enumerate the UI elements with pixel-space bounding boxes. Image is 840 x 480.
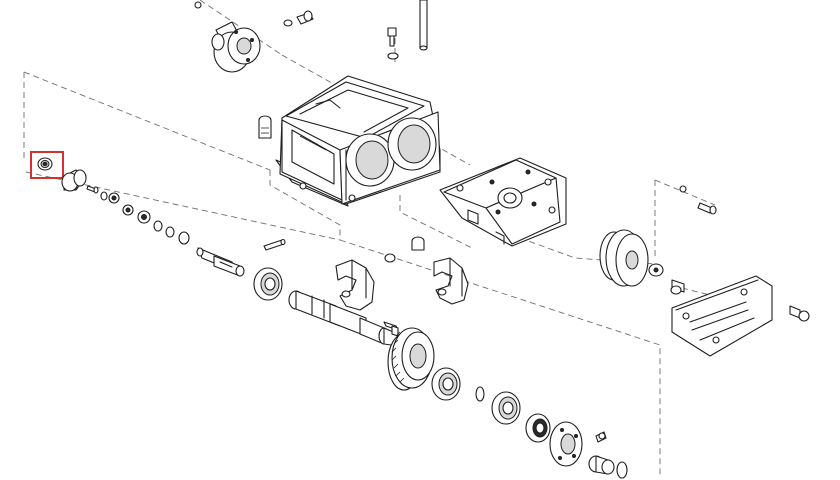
housing-side-bolt (258, 115, 272, 139)
plate-screw (789, 305, 810, 322)
bearing-flange-cover (549, 421, 583, 467)
dowel-pin (263, 238, 286, 251)
end-sleeve (588, 455, 615, 475)
guide-shaft-axis (339, 239, 661, 478)
housing-top-face (285, 81, 425, 139)
main-shaft (288, 290, 399, 347)
retaining-ring-d (178, 231, 190, 245)
pulley-bolt (670, 279, 685, 295)
grease-nipple (283, 10, 314, 27)
ball-bearing-c (491, 391, 521, 425)
cover-screw (595, 431, 607, 443)
guide-upper-diagonal (23, 71, 271, 171)
housing-top-bolt (387, 27, 399, 60)
input-shaft (196, 247, 245, 277)
split-collar-right (433, 257, 469, 305)
screw-right-pin (697, 202, 713, 214)
snap-ring-a (475, 386, 485, 402)
ball-bearing-d (525, 413, 551, 443)
long-rod (419, 0, 428, 51)
ball-bearing-a (253, 267, 283, 301)
hex-nut-small (108, 192, 120, 204)
guide-housing-drop (269, 170, 341, 240)
retaining-ring-a (100, 191, 108, 201)
screw-right-upper (679, 185, 687, 193)
spur-gear (387, 327, 435, 391)
ball-bearing-b (431, 367, 461, 401)
center-washer (384, 253, 396, 263)
assembly-guide-lines (23, 0, 771, 478)
center-bolt (384, 236, 425, 263)
retaining-ring-b (153, 220, 163, 232)
left-shaft-parts (30, 151, 190, 245)
top-flange-bearing (211, 21, 261, 73)
tiny-screw (194, 1, 202, 9)
v-belt-pulley (599, 229, 685, 295)
highlight-box (30, 151, 64, 179)
snap-ring-b (616, 461, 628, 479)
small-seal-ring (37, 157, 53, 171)
guard-plate (671, 275, 810, 357)
retaining-ring-c (165, 226, 175, 238)
end-cap (61, 169, 87, 192)
split-collar-left (335, 259, 375, 311)
top-small-parts (194, 0, 428, 73)
guide-top-flange (199, 0, 283, 56)
gearbox-housing (258, 75, 441, 207)
motor-bracket (439, 157, 567, 247)
guide-bolt-right (654, 179, 716, 206)
guide-housing-bracket (399, 195, 473, 249)
right-small-screws (679, 185, 717, 215)
